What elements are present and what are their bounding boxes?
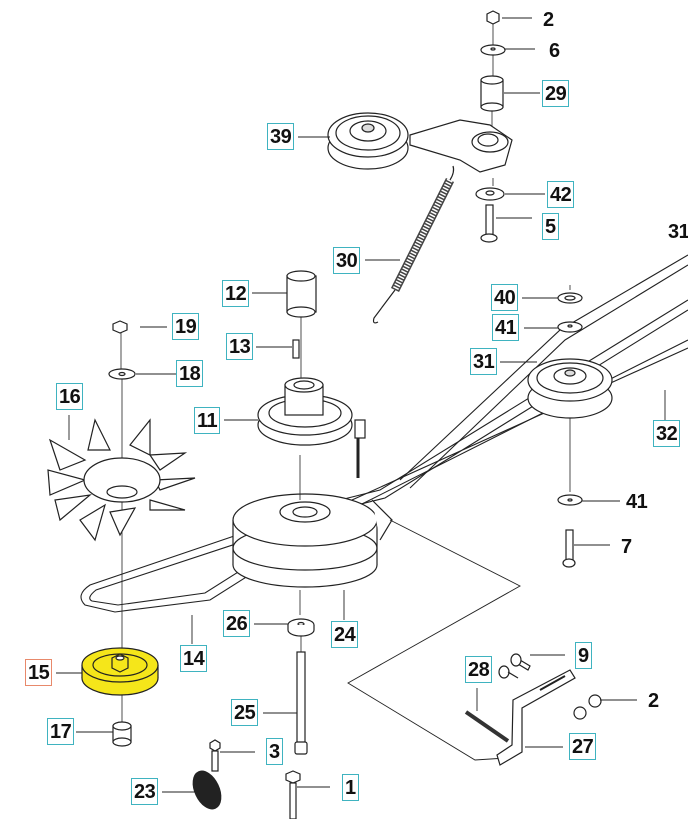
callout-12[interactable]: 12 bbox=[222, 280, 250, 307]
callout-24[interactable]: 24 bbox=[331, 621, 359, 648]
leader-lines bbox=[56, 17, 666, 793]
spring-part-28[interactable] bbox=[464, 710, 510, 743]
callout-26[interactable]: 26 bbox=[223, 610, 251, 637]
spacer-part-29[interactable] bbox=[480, 75, 504, 112]
washer-part-41-top[interactable] bbox=[557, 321, 583, 333]
washer-part-41-bottom[interactable] bbox=[557, 494, 583, 506]
bushing-part-17[interactable] bbox=[112, 721, 132, 747]
washer-part-6[interactable] bbox=[480, 44, 506, 56]
callout-30[interactable]: 30 bbox=[333, 247, 361, 274]
bolt-part-25[interactable] bbox=[294, 651, 308, 755]
bolt-part-9[interactable] bbox=[498, 653, 531, 679]
idler-arm[interactable] bbox=[409, 119, 513, 173]
callout-9[interactable]: 9 bbox=[575, 642, 592, 669]
bracket-part-27[interactable] bbox=[496, 669, 576, 766]
callout-7[interactable]: 7 bbox=[621, 536, 632, 558]
washer-part-42[interactable] bbox=[475, 187, 505, 201]
idler-pulley-part-31[interactable] bbox=[527, 358, 613, 419]
idler-pulley-part-39[interactable] bbox=[327, 112, 409, 170]
callout-23[interactable]: 23 bbox=[131, 778, 159, 805]
callout-42[interactable]: 42 bbox=[547, 181, 575, 208]
clutch-part-24[interactable] bbox=[232, 493, 393, 588]
callout-41-top[interactable]: 41 bbox=[492, 314, 520, 341]
spacer-part-26[interactable] bbox=[287, 618, 315, 637]
callout-25[interactable]: 25 bbox=[231, 699, 259, 726]
callout-19[interactable]: 19 bbox=[172, 313, 200, 340]
callout-14[interactable]: 14 bbox=[180, 645, 208, 672]
callout-13[interactable]: 13 bbox=[226, 333, 254, 360]
spring-part-30[interactable] bbox=[372, 165, 455, 324]
callout-41-bottom[interactable]: 41 bbox=[626, 491, 648, 513]
callout-18[interactable]: 18 bbox=[176, 360, 204, 387]
key-part-13[interactable] bbox=[292, 339, 300, 359]
washer-part-18[interactable] bbox=[108, 368, 136, 380]
callout-28[interactable]: 28 bbox=[465, 656, 493, 683]
bushing-part-12[interactable] bbox=[286, 270, 317, 318]
bolt-part-3[interactable] bbox=[209, 739, 221, 772]
callout-11[interactable]: 11 bbox=[194, 407, 221, 434]
callout-16[interactable]: 16 bbox=[56, 383, 84, 410]
pulley-part-15[interactable] bbox=[81, 647, 159, 696]
washer-part-40[interactable] bbox=[557, 292, 583, 304]
callout-17[interactable]: 17 bbox=[47, 718, 75, 745]
callout-39[interactable]: 39 bbox=[267, 123, 295, 150]
callout-1[interactable]: 1 bbox=[342, 774, 359, 801]
callout-32[interactable]: 32 bbox=[653, 420, 681, 447]
callout-27[interactable]: 27 bbox=[569, 733, 597, 760]
pulley-part-11[interactable] bbox=[257, 377, 353, 446]
nut-part-2-bracket[interactable] bbox=[573, 694, 602, 720]
bolt-part-7[interactable] bbox=[562, 529, 576, 568]
nut-part-19[interactable] bbox=[112, 320, 128, 334]
callout-3[interactable]: 3 bbox=[266, 738, 283, 765]
spring-part-23[interactable] bbox=[188, 767, 227, 813]
bolt-part-5[interactable] bbox=[480, 204, 498, 243]
callout-15-selected[interactable]: 15 bbox=[25, 659, 53, 686]
callout-2-top[interactable]: 2 bbox=[543, 9, 554, 31]
callout-29[interactable]: 29 bbox=[542, 80, 570, 107]
connector bbox=[354, 419, 366, 478]
callout-5[interactable]: 5 bbox=[542, 213, 559, 240]
nut-part-2[interactable] bbox=[486, 10, 500, 25]
callout-2-bracket[interactable]: 2 bbox=[648, 690, 659, 712]
callout-31[interactable]: 31 bbox=[470, 348, 498, 375]
callout-31-edge[interactable]: 31 bbox=[668, 221, 688, 243]
callout-40[interactable]: 40 bbox=[491, 284, 519, 311]
bolt-part-1[interactable] bbox=[285, 770, 301, 819]
callout-6[interactable]: 6 bbox=[549, 40, 560, 62]
belt-part-32[interactable] bbox=[80, 254, 688, 613]
fan-part-16[interactable] bbox=[47, 418, 196, 542]
